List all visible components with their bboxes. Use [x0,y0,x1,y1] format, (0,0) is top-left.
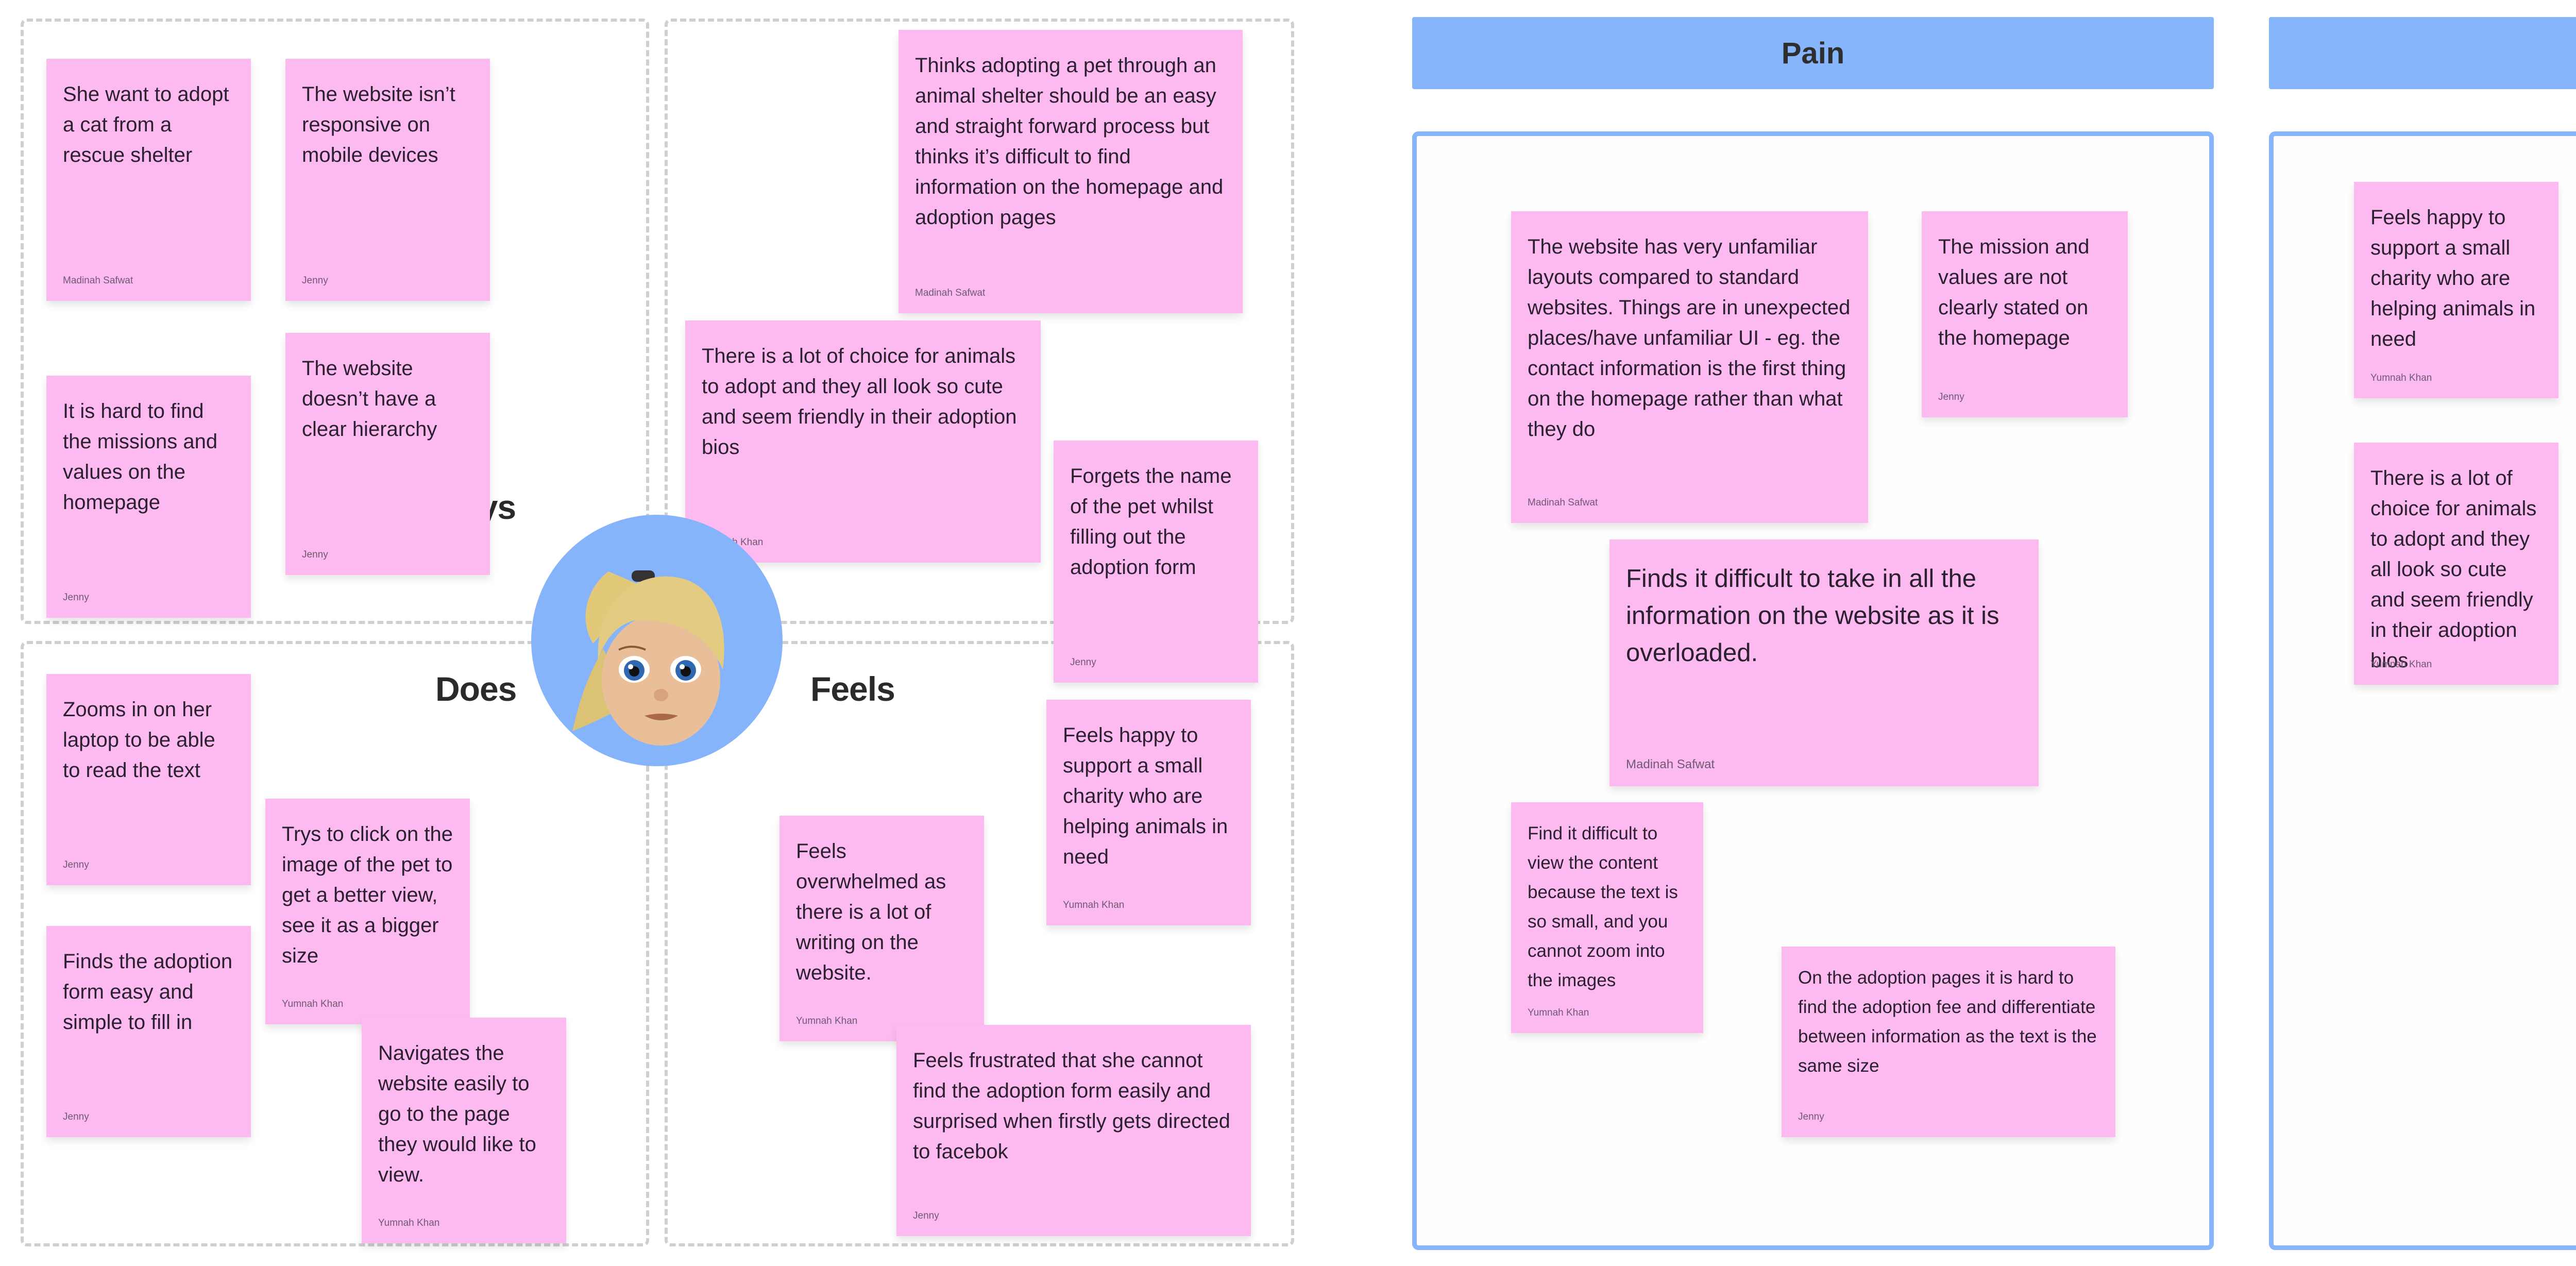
sticky-author: Jenny [1938,392,1964,402]
sticky-note[interactable]: The website doesn’t have a clear hierarc… [285,333,490,575]
sticky-note[interactable]: Feels overwhelmed as there is a lot of w… [779,816,984,1041]
sticky-text: The website doesn’t have a clear hierarc… [302,357,437,441]
sticky-author: Jenny [913,1210,939,1221]
sticky-text: She want to adopt a cat from a rescue sh… [63,83,229,166]
sticky-note[interactable]: Feels happy to support a small charity w… [1046,700,1251,925]
sticky-author: Madinah Safwat [1528,497,1598,508]
sticky-text: Feels happy to support a small charity w… [1063,724,1228,868]
sticky-text: There is a lot of choice for animals to … [702,345,1017,459]
sticky-author: Madinah Safwat [1626,757,1715,771]
sticky-author: Madinah Safwat [915,288,986,298]
sticky-text: It is hard to find the missions and valu… [63,400,218,514]
sticky-author: Yumnah Khan [2370,373,2432,383]
sticky-note[interactable]: There is a lot of choice for animals to … [2354,443,2558,685]
sticky-text: Find it difficult to view the content be… [1528,823,1678,990]
sticky-author: Yumnah Khan [282,999,344,1009]
sticky-note[interactable]: Thinks adopting a pet through an animal … [899,30,1243,313]
sticky-note[interactable]: She want to adopt a cat from a rescue sh… [46,59,251,301]
sticky-text: On the adoption pages it is hard to find… [1798,968,2097,1076]
sticky-text: The website isn’t responsive on mobile d… [302,83,455,166]
does-quadrant [21,641,649,1246]
sticky-note[interactable]: Trys to click on the image of the pet to… [265,799,470,1024]
sticky-author: Madinah Safwat [63,275,133,286]
sticky-author: Jenny [63,859,89,870]
sticky-author: Jenny [302,275,328,286]
sticky-text: There is a lot of choice for animals to … [2370,467,2537,672]
sticky-author: Yumnah Khan [2370,659,2432,670]
sticky-text: Finds the adoption form easy and simple … [63,950,233,1034]
says-quadrant [21,19,649,624]
sticky-note[interactable]: Finds it difficult to take in all the in… [1609,539,2039,786]
sticky-note[interactable]: The mission and values are not clearly s… [1922,211,2128,417]
pain-header: Pain [1412,17,2214,89]
sticky-note[interactable]: The website isn’t responsive on mobile d… [285,59,490,301]
sticky-note[interactable]: There is a lot of choice for animals to … [685,320,1041,563]
sticky-author: Jenny [63,1111,89,1122]
sticky-text: Finds it difficult to take in all the in… [1626,565,1999,667]
sticky-text: Feels happy to support a small charity w… [2370,206,2536,350]
sticky-text: Thinks adopting a pet through an animal … [915,54,1224,229]
sticky-text: Feels frustrated that she cannot find th… [913,1049,1230,1163]
sticky-text: The mission and values are not clearly s… [1938,235,2090,349]
sticky-author: Jenny [1798,1111,1824,1122]
sticky-note[interactable]: Feels frustrated that she cannot find th… [896,1025,1251,1236]
feels-quadrant [665,641,1294,1246]
persona-avatar [531,515,783,766]
sticky-note[interactable]: Navigates the website easily to go to th… [362,1018,566,1243]
sticky-text: Feels overwhelmed as there is a lot of w… [796,840,946,984]
sticky-text: Forgets the name of the pet whilst filli… [1070,465,1232,579]
sticky-author: Yumnah Khan [1063,900,1125,910]
sticky-note[interactable]: Finds the adoption form easy and simple … [46,926,251,1137]
sticky-note[interactable]: It is hard to find the missions and valu… [46,376,251,618]
does-label: Does [435,670,517,708]
sticky-author: Jenny [63,592,89,603]
sticky-note[interactable]: Feels happy to support a small charity w… [2354,182,2558,398]
sticky-note[interactable]: The website has very unfamiliar layouts … [1511,211,1868,523]
sticky-author: Yumnah Khan [378,1218,440,1228]
sticky-text: The website has very unfamiliar layouts … [1528,235,1851,441]
sticky-text: Navigates the website easily to go to th… [378,1042,536,1186]
sticky-text: Trys to click on the image of the pet to… [282,823,453,967]
woman-blonde-ponytail-icon [572,570,724,746]
sticky-author: Jenny [1070,657,1096,668]
sticky-text: Zooms in on her laptop to be able to rea… [63,698,215,782]
feels-label: Feels [810,670,895,708]
thinks-quadrant [665,19,1294,624]
sticky-author: Yumnah Khan [1528,1007,1589,1018]
sticky-note[interactable]: Forgets the name of the pet whilst filli… [1054,441,1258,683]
sticky-note[interactable]: Find it difficult to view the content be… [1511,802,1703,1033]
sticky-author: Jenny [302,549,328,560]
sticky-note[interactable]: Zooms in on her laptop to be able to rea… [46,674,251,885]
sticky-author: Yumnah Khan [796,1016,858,1026]
gain-header: Gain [2269,17,2576,89]
sticky-note[interactable]: On the adoption pages it is hard to find… [1782,947,2115,1137]
